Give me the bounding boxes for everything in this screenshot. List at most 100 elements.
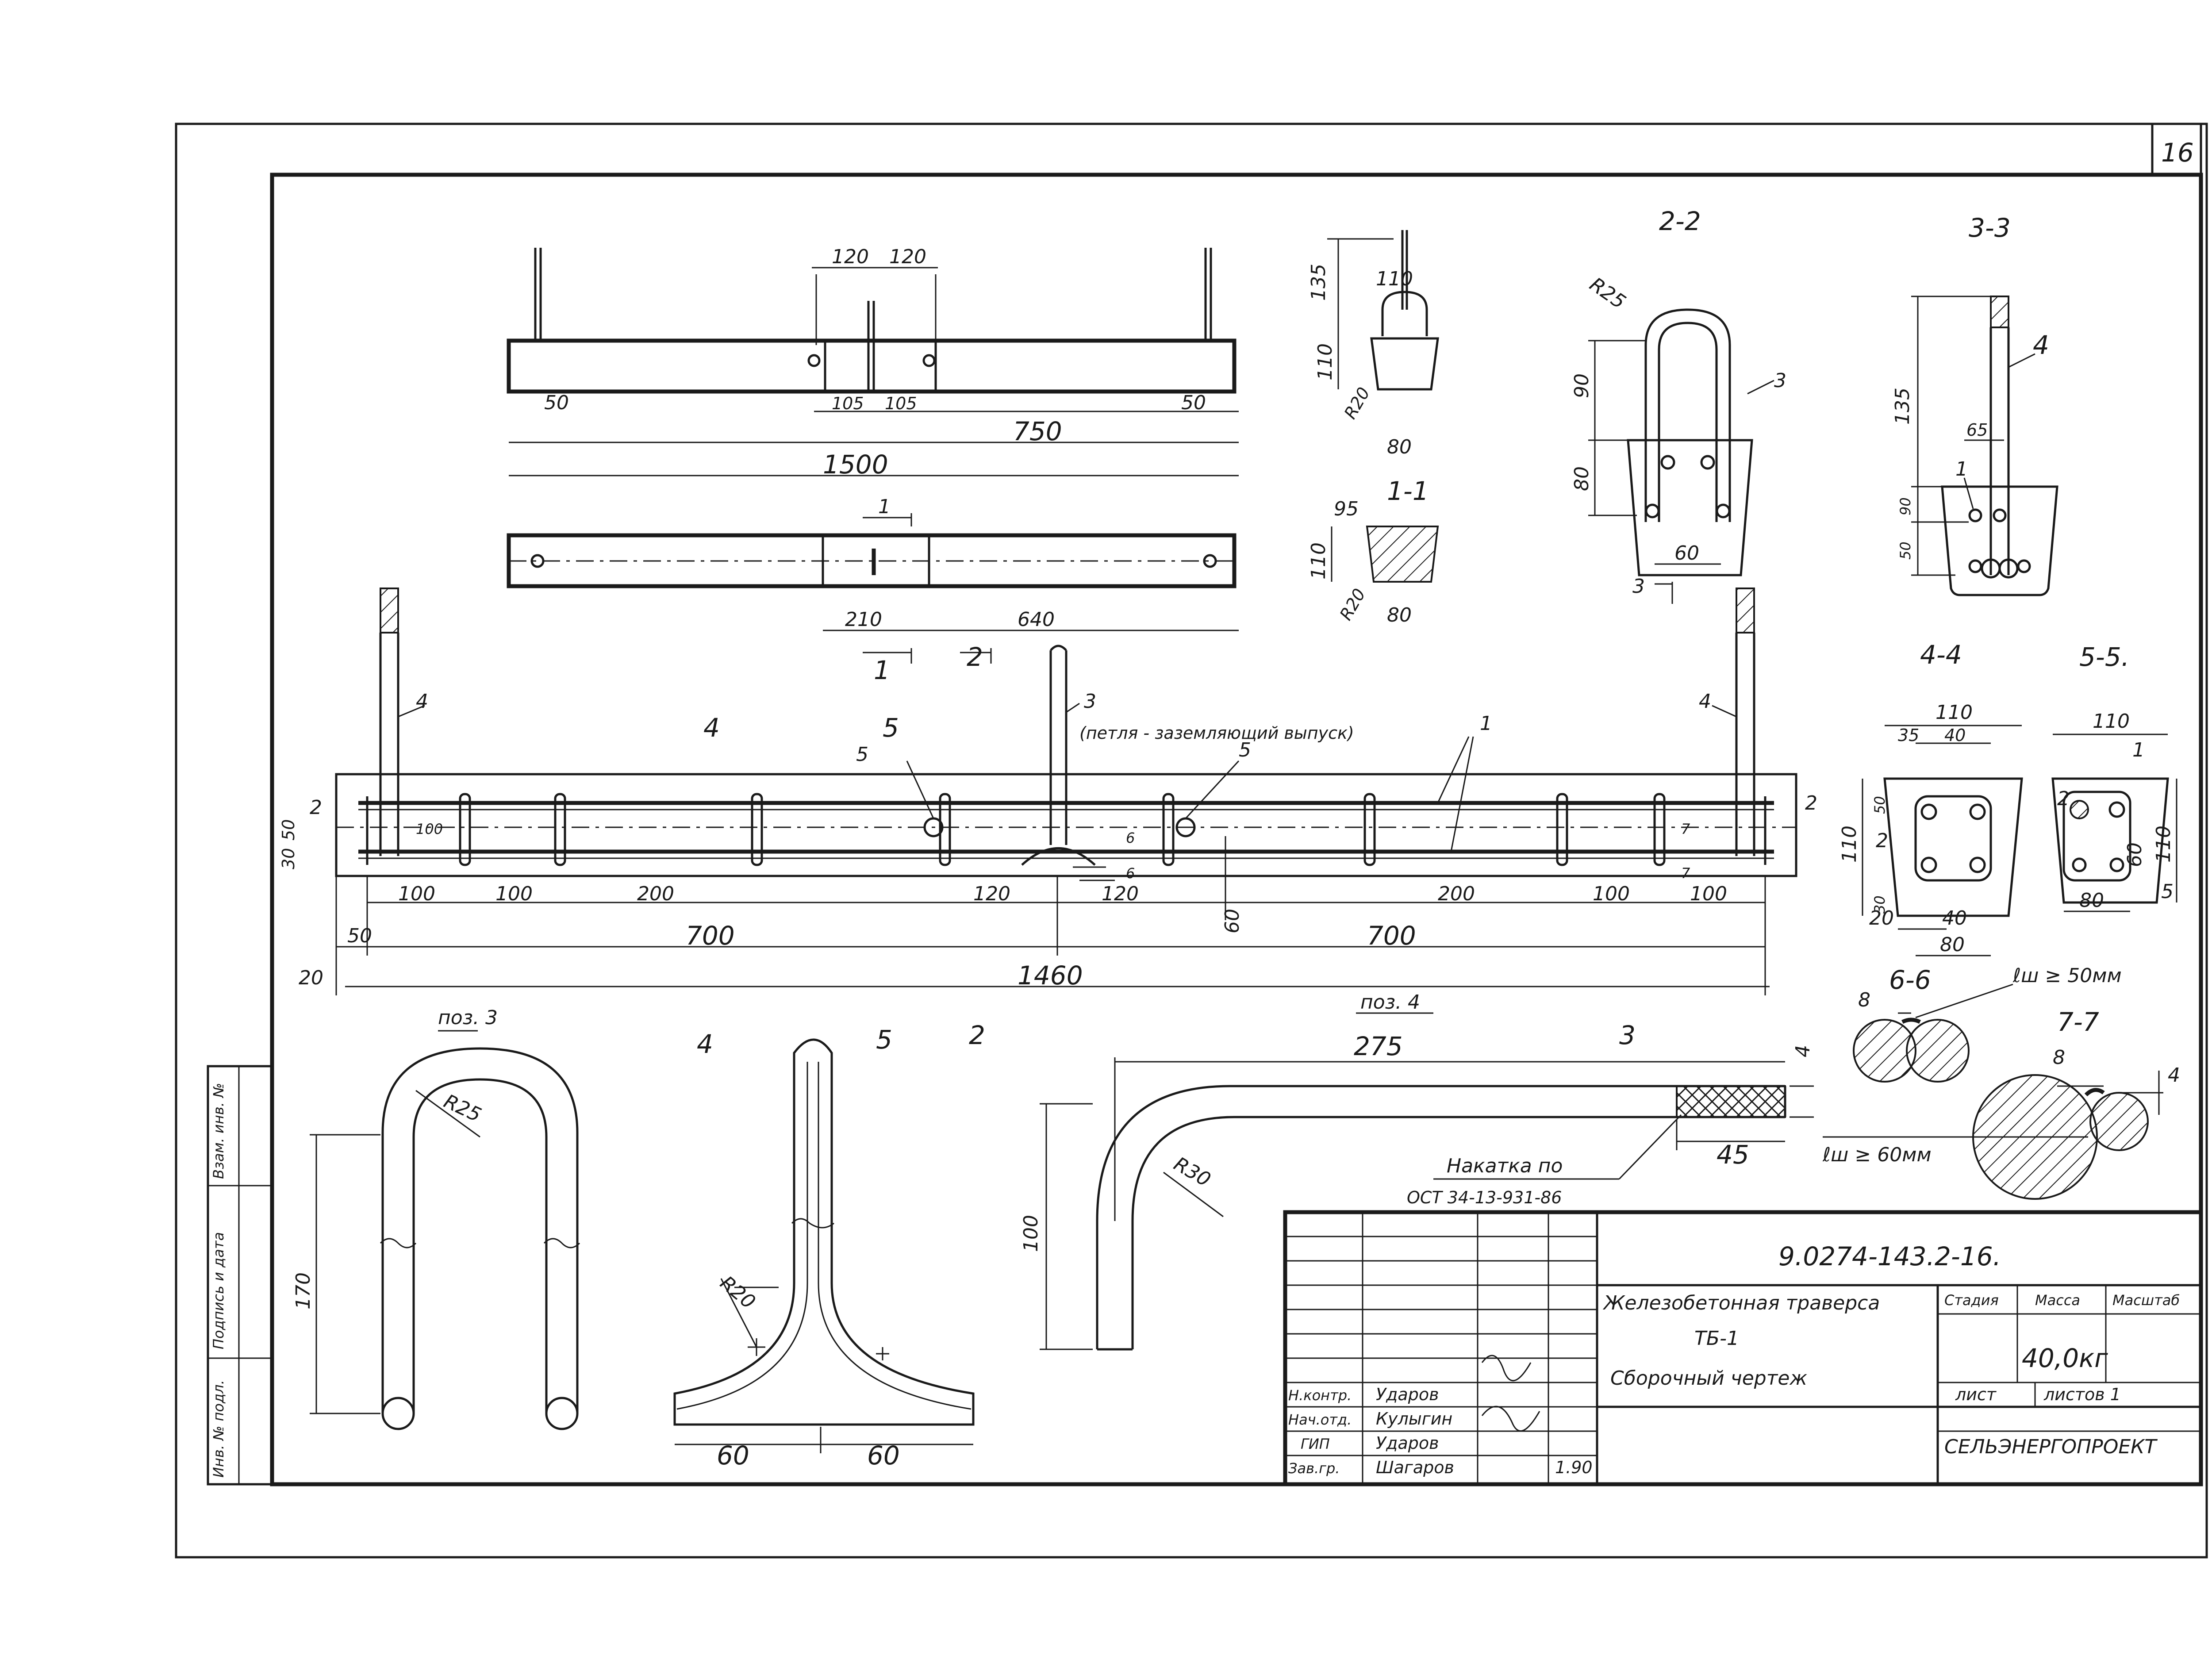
section-5-5-dim-80: 80 [2079, 889, 2104, 912]
pos4-dim-45: 45 [1717, 1140, 1749, 1170]
drawing-subtitle: Сборочный чертеж [1610, 1367, 1807, 1390]
main-left-dim-30: 30 [279, 848, 298, 869]
pos4-note-line1: Накатка по [1447, 1155, 1563, 1177]
sig-role-4: Зав.гр. [1288, 1460, 1340, 1477]
section-5-5-dim-110: 110 [2093, 710, 2130, 733]
section-6-6 [1853, 983, 2013, 1083]
scale-label: Масштаб [2112, 1292, 2180, 1309]
top-view-dim-3: 50 [544, 392, 569, 414]
side-stamp-field-3: Взам. инв. № [210, 1083, 227, 1179]
main-left-dim-100: 100 [416, 821, 443, 837]
section-7-7-dim-4: 4 [2168, 1064, 2180, 1087]
side-stamp-field-1: Инв. № подл. [210, 1380, 227, 1478]
section-3-3-callout-4: 4 [2033, 330, 2049, 360]
plan-dim-210: 210 [845, 608, 882, 631]
main-left-dim-50: 50 [279, 819, 298, 841]
stage-label: Стадия [1944, 1292, 1999, 1309]
top-view [507, 248, 1239, 476]
sig-name-2: Кулыгин [1376, 1409, 1452, 1429]
section-6-6-weld: ℓш ≥ 50мм [2012, 964, 2122, 987]
section-2-2-callout-3: 3 [1774, 369, 1786, 392]
sig-role-2: Нач.отд. [1288, 1411, 1352, 1428]
main-dim-120-2: 120 [1102, 883, 1139, 905]
pos3-dim-170: 170 [292, 1272, 315, 1310]
main-callout-3: 3 [1084, 690, 1096, 713]
plan-section-mark-3: 2 [967, 642, 983, 672]
sig-date-4: 1.90 [1555, 1458, 1593, 1477]
pos4-detail [1040, 1012, 1814, 1351]
pos4-dim-100: 100 [1020, 1215, 1042, 1252]
plan-section-mark-1: 1 [878, 495, 891, 518]
section-1-1-dim-80: 80 [1387, 604, 1412, 626]
section-1-1 [1331, 526, 1439, 583]
section-4-4-dim-35: 35 [1898, 726, 1919, 745]
title-line1: Железобетонная траверса [1602, 1292, 1880, 1314]
main-callout-3-note: (петля - заземляющий выпуск) [1079, 723, 1354, 743]
pos5-dim-60-left: 60 [717, 1440, 749, 1471]
section-4-4-dim-40b: 40 [1942, 907, 1967, 929]
pos5-dim-60-right: 60 [867, 1440, 900, 1471]
section-2-2 [1588, 308, 1774, 604]
section-5-5-dim-110-side: 110 [2152, 826, 2175, 863]
main-dim-1460: 1460 [1018, 960, 1083, 991]
section-4-4-dim-40: 40 [1944, 726, 1966, 745]
section-2-2-cut-3: 3 [1632, 575, 1645, 598]
section-5-5-callout-5: 5 [2161, 880, 2174, 903]
section-6-6-label: 6-6 [1889, 965, 1931, 995]
sheets-label: листов 1 [2043, 1385, 2121, 1404]
main-callout-5-left: 5 [856, 743, 868, 766]
main-right-dim-7a: 7 [1681, 821, 1690, 837]
side-stamp [207, 1065, 273, 1486]
top-view-dim-1: 120 [832, 246, 869, 268]
main-right-dim-7b: 7 [1681, 865, 1690, 882]
side-stamp-field-2: Подпись и дата [210, 1232, 227, 1349]
plan-dim-640: 640 [1018, 608, 1055, 631]
section-4-4-dim-50: 50 [1871, 796, 1888, 814]
section-3-3-dim-50: 50 [1897, 541, 1914, 560]
main-section-mark-4: 4 [703, 713, 720, 743]
section-5-5-dim-60: 60 [2124, 842, 2146, 867]
section-5-5 [2051, 733, 2177, 912]
main-dim-200-2: 200 [1438, 883, 1475, 905]
section-4-4-label: 4-4 [1920, 640, 1962, 670]
main-callout-4-left: 4 [416, 690, 428, 713]
section-3-3 [1911, 296, 2058, 596]
sheet-number: 16 [2161, 138, 2194, 168]
pos4-note-line2: ОСТ 34-13-931-86 [1407, 1188, 1562, 1207]
end-view-dim-110-top: 110 [1376, 268, 1413, 290]
mass-value: 40,0кг [2022, 1343, 2108, 1373]
main-section-mark-3: 3 [1619, 1020, 1636, 1050]
section-1-1-label: 1-1 [1387, 476, 1429, 506]
top-view-dim-7: 750 [1013, 416, 1062, 446]
main-dim-120-1: 120 [973, 883, 1010, 905]
top-view-dim-4: 105 [832, 394, 864, 413]
section-1-1-dim-110: 110 [1307, 542, 1330, 580]
pos3-detail [310, 1030, 580, 1430]
end-view [1327, 230, 1439, 391]
end-view-dim-135: 135 [1307, 264, 1330, 301]
section-3-3-dim-65: 65 [1966, 420, 1988, 440]
section-5-5-label: 5-5. [2079, 642, 2129, 672]
top-view-dim-6: 50 [1181, 392, 1206, 414]
pos4-dim-r30: R30 [1170, 1152, 1214, 1191]
main-right-dim-2: 2 [1805, 792, 1817, 814]
section-6-6-dim-8: 8 [1858, 989, 1870, 1011]
section-2-2-label: 2-2 [1659, 206, 1701, 236]
sheet-frame [175, 123, 2208, 1559]
sheet-label: лист [1955, 1385, 1997, 1404]
sig-name-3: Ударов [1376, 1433, 1439, 1453]
main-dim-700-2: 700 [1367, 921, 1416, 951]
main-dim-100-3: 100 [1593, 883, 1630, 905]
main-dim-50: 50 [347, 925, 372, 947]
main-callout-1: 1 [1480, 712, 1492, 735]
main-right-dim-6a: 6 [1126, 830, 1135, 846]
main-dim-700-1: 700 [686, 921, 735, 951]
doc-code: 9.0274-143.2-16. [1778, 1241, 2001, 1271]
main-section-mark-2: 2 [969, 1020, 985, 1050]
main-callout-4-right: 4 [1699, 690, 1711, 713]
top-view-dim-5: 105 [885, 394, 917, 413]
pos4-dim-275: 275 [1354, 1031, 1403, 1061]
section-4-4-dim-110: 110 [1936, 701, 1973, 724]
main-section-mark-5b: 5 [876, 1025, 892, 1055]
